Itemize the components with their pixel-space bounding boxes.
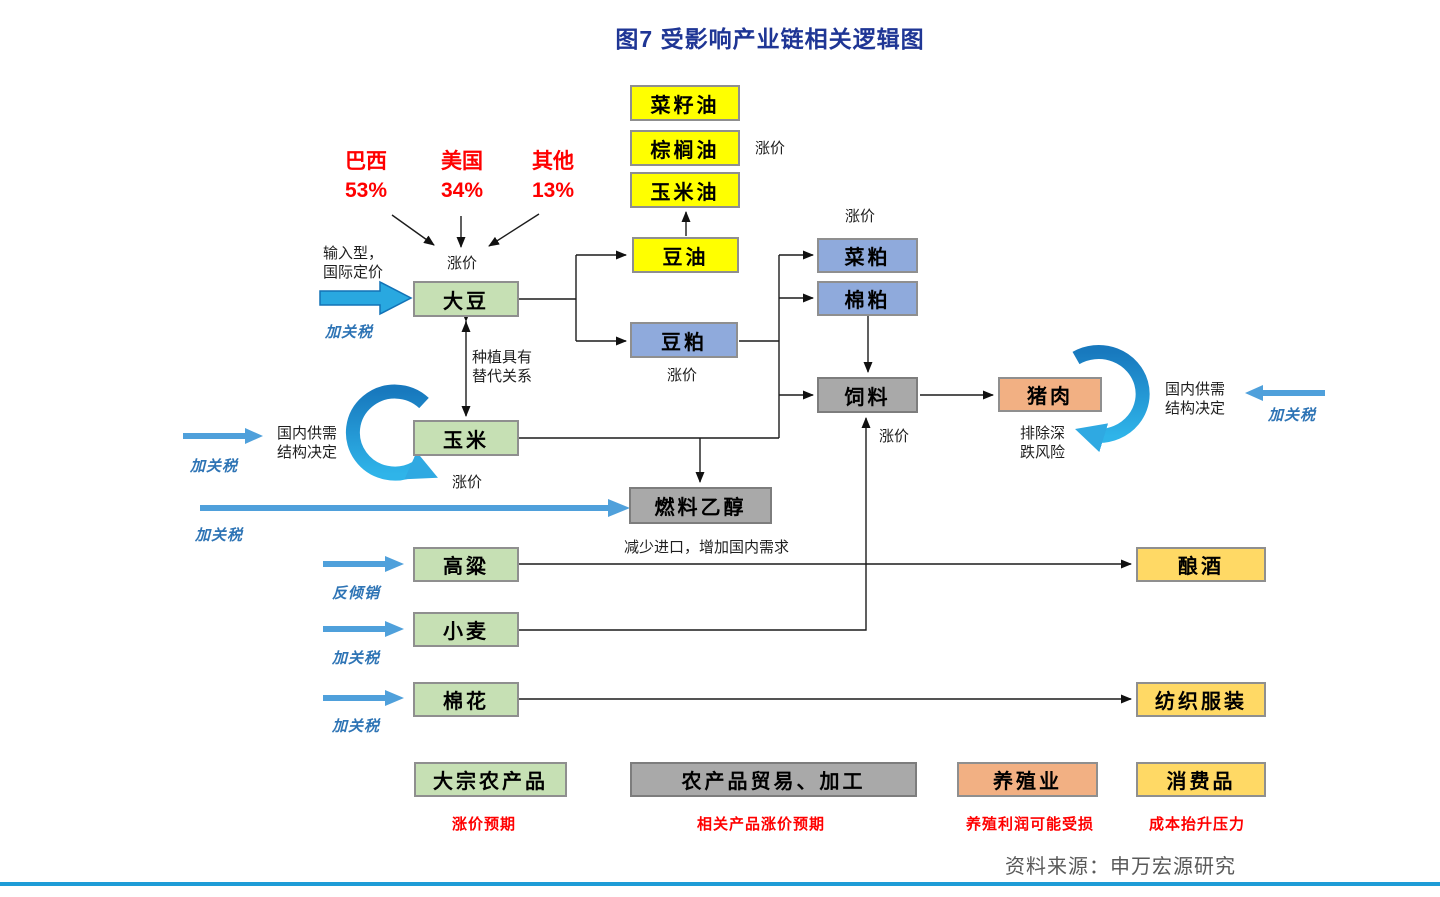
node-wheat: 小麦 (413, 612, 519, 647)
substitution-line1: 种植具有 (472, 349, 533, 366)
node-rapeseed-oil: 菜籽油 (630, 85, 740, 121)
ethanol-note: 减少进口，增加国内需求 (624, 539, 790, 556)
node-textile: 纺织服装 (1136, 682, 1266, 717)
origin-usa-name: 美国 (441, 150, 483, 173)
pork-note: 排除深 跌风险 (1020, 424, 1065, 462)
arrow-wheat-to-feed (519, 417, 871, 631)
pork-note-line2: 跌风险 (1020, 444, 1066, 461)
node-rape-meal: 菜粕 (817, 238, 918, 273)
domestic-supply-right-line2: 结构决定 (1165, 400, 1226, 417)
domestic-supply-left-line1: 国内供需 (277, 425, 338, 442)
origin-usa-share: 34% (440, 179, 484, 202)
node-feed: 饲料 (817, 377, 918, 413)
domestic-supply-right-line1: 国内供需 (1165, 381, 1226, 398)
node-pork: 猪肉 (998, 377, 1102, 412)
footer-divider (0, 882, 1440, 886)
legend-note-agri-trade: 相关产品涨价预期 (697, 816, 826, 833)
origin-brazil-name: 巴西 (345, 150, 387, 173)
line-soymeal-trunk (519, 255, 780, 439)
price-up-soymeal: 涨价 (667, 367, 698, 384)
node-soy-meal: 豆粕 (630, 322, 738, 358)
origin-brazil-share: 53% (344, 179, 388, 202)
price-up-corn: 涨价 (452, 474, 483, 491)
node-cotton: 棉花 (413, 682, 519, 717)
origin-other-share: 13% (531, 179, 575, 202)
import-pricing-line2: 国际定价 (323, 264, 384, 281)
cycle-arrow-pork (1072, 345, 1150, 453)
origin-other: 其他 13% (518, 147, 588, 205)
tariff-arrow-pork-right (1245, 385, 1325, 401)
pork-note-line1: 排除深 (1020, 425, 1066, 442)
tariff-arrow-domestic-left (183, 428, 263, 444)
tariff-arrow-soybean (319, 280, 413, 316)
domestic-supply-left: 国内供需 结构决定 (277, 424, 337, 462)
domestic-supply-right: 国内供需 结构决定 (1165, 380, 1225, 418)
node-soybean: 大豆 (413, 281, 519, 317)
origin-usa: 美国 34% (427, 147, 497, 205)
price-up-rapemeal: 涨价 (845, 208, 876, 225)
legend-consumer: 消费品 (1136, 762, 1266, 797)
price-up-oils: 涨价 (755, 140, 786, 157)
node-brewing: 酿酒 (1136, 547, 1266, 582)
legend-note-bulk-agri: 涨价预期 (452, 816, 517, 833)
tariff-arrow-ethanol (200, 499, 630, 517)
price-up-feed: 涨价 (879, 428, 910, 445)
node-palm-oil: 棕榈油 (630, 130, 740, 166)
source-note: 资料来源：申万宏源研究 (1005, 856, 1236, 878)
tariff-label-right: 加关税 (1268, 407, 1317, 424)
import-pricing-line1: 输入型， (323, 245, 384, 262)
tariff-label-soybean: 加关税 (325, 324, 374, 341)
antidumping-arrow-sorghum (323, 556, 404, 572)
arrow-brazil-to-soybean (391, 214, 435, 246)
node-cotton-meal: 棉粕 (817, 281, 918, 316)
figure-title: 图7 受影响产业链相关逻辑图 (615, 26, 925, 52)
tariff-label-ethanol: 加关税 (195, 527, 244, 544)
price-up-soybean: 涨价 (447, 255, 478, 272)
origin-other-name: 其他 (532, 150, 574, 173)
legend-breeding: 养殖业 (957, 762, 1098, 797)
domestic-supply-left-line2: 结构决定 (277, 444, 338, 461)
tariff-label-cotton: 加关税 (332, 718, 381, 735)
node-sorghum: 高粱 (413, 547, 519, 582)
import-pricing-note: 输入型， 国际定价 (323, 244, 383, 282)
tariff-arrow-wheat (323, 621, 404, 637)
tariff-label-left: 加关税 (190, 458, 239, 475)
legend-note-consumer: 成本抬升压力 (1149, 816, 1246, 833)
legend-bulk-agri: 大宗农产品 (414, 762, 567, 797)
substitution-line2: 替代关系 (472, 368, 533, 385)
node-corn-oil: 玉米油 (630, 172, 740, 208)
legend-note-breeding: 养殖利润可能受损 (966, 816, 1095, 833)
arrow-other-to-soybean (488, 213, 540, 247)
tariff-arrow-cotton (323, 690, 404, 706)
line-soybean-branch (519, 255, 577, 341)
tariff-label-wheat: 加关税 (332, 650, 381, 667)
node-corn: 玉米 (413, 420, 519, 456)
antidumping-label-sorghum: 反倾销 (332, 585, 381, 602)
node-soy-oil: 豆油 (632, 237, 739, 273)
node-fuel-ethanol: 燃料乙醇 (629, 487, 772, 524)
substitution-note: 种植具有 替代关系 (472, 348, 532, 386)
legend-agri-trade: 农产品贸易、加工 (630, 762, 917, 797)
cycle-arrow-corn (345, 384, 438, 481)
origin-brazil: 巴西 53% (331, 147, 401, 205)
